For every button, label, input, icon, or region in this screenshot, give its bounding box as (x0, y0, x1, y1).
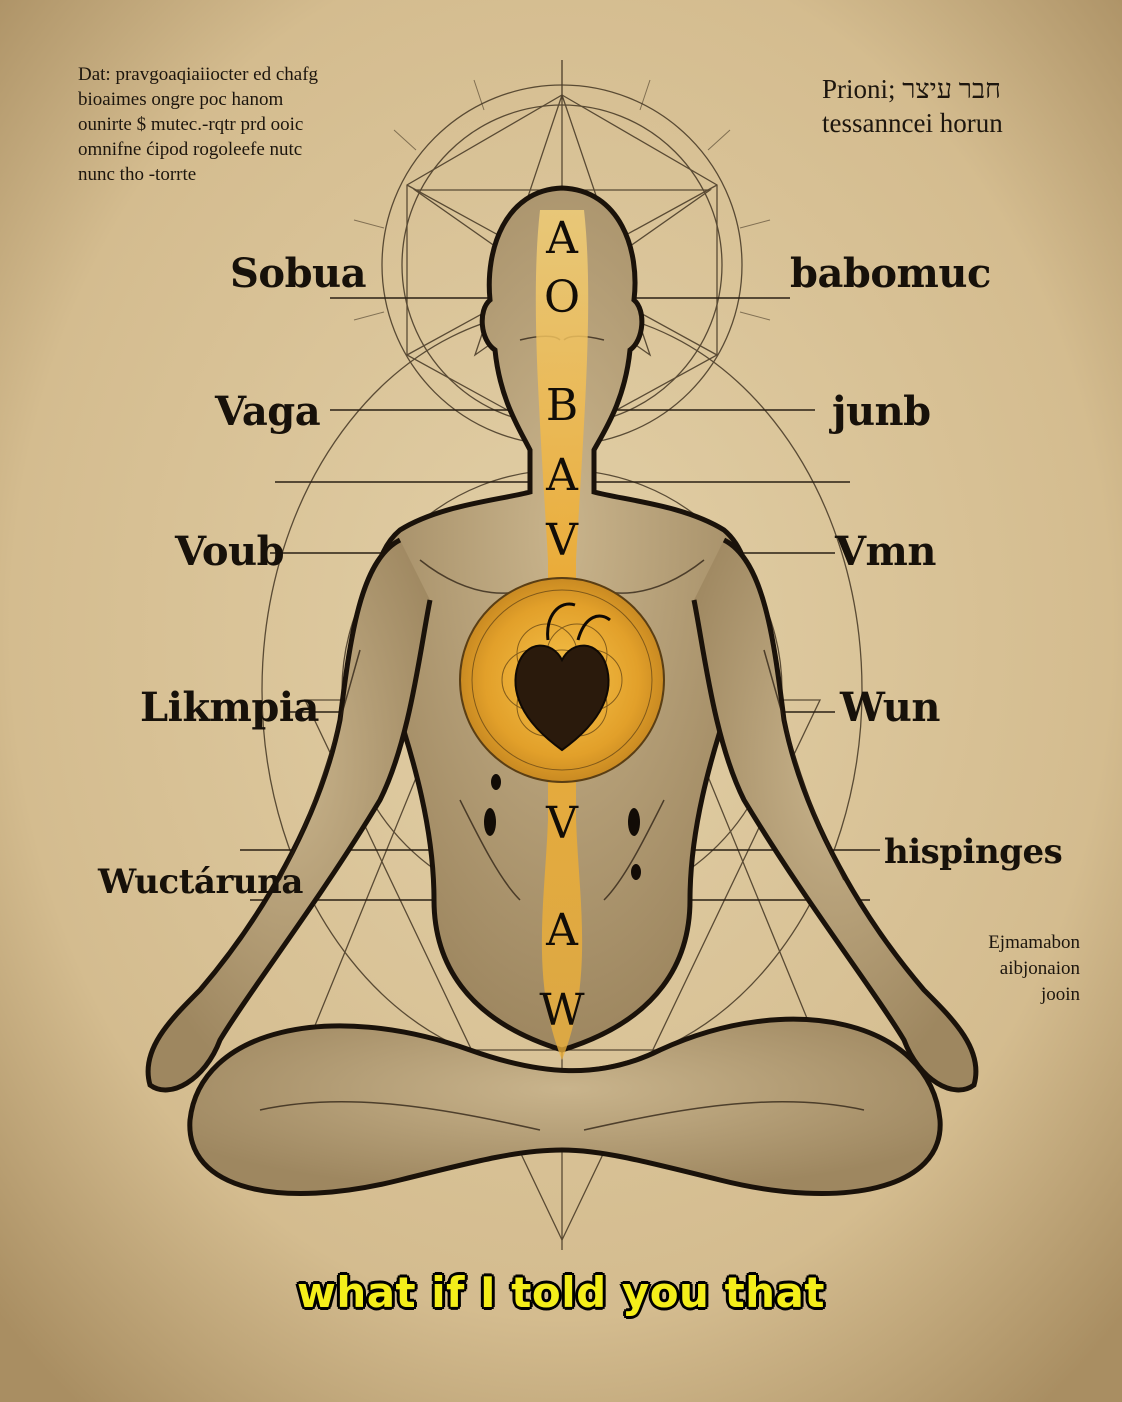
label-left-4: Likmpia (140, 684, 319, 731)
note-line: Ejmamabon (988, 932, 1080, 953)
chakra-letter: A (546, 450, 578, 501)
heart-icon (514, 644, 610, 752)
video-caption: what if I told you that (297, 1268, 825, 1317)
note-line: tessanncei horun (822, 108, 1003, 138)
label-left-1: Sobua (230, 250, 367, 297)
note-top-left: Dat: pravgoaqiaiiocter ed chafg bioaimes… (78, 62, 318, 187)
note-line: Prioni; חבר עיצר (822, 74, 1002, 104)
chakra-letter: V (546, 798, 578, 849)
note-top-right: Prioni; חבר עיצר tessanncei horun (822, 72, 1003, 140)
chakra-letter: A (546, 905, 578, 956)
note-line: nunc tho -torrte (78, 164, 197, 185)
label-left-3: Voub (175, 528, 285, 575)
chakra-letter: O (543, 272, 581, 323)
note-line: bioaimes ongre poc hanom (78, 89, 284, 110)
chakra-letter: B (545, 380, 579, 431)
note-line: ounirte $ mutec.-rqtr prd ooic (78, 114, 304, 135)
chakra-letter: V (546, 515, 578, 566)
note-bottom-right: Ejmamabon aibjonaion jooin (960, 930, 1080, 1008)
label-right-4: Wun (840, 684, 940, 731)
note-line: aibjonaion (999, 958, 1080, 979)
note-line: omnifne ćipod rogoleefe nutc (78, 139, 303, 160)
note-line: Dat: pravgoaqiaiiocter ed chafg (78, 64, 319, 85)
anatomy-lines (259, 335, 865, 1131)
label-right-1: babomuc (790, 250, 991, 297)
label-right-5: hispinges (884, 832, 1063, 872)
note-line: jooin (1040, 984, 1080, 1005)
heart-chakra (459, 577, 665, 783)
halo-rays (353, 60, 771, 321)
label-right-3: Vmn (835, 528, 936, 575)
chakra-letter: W (539, 985, 585, 1036)
label-left-2: Vaga (215, 388, 321, 435)
label-left-5: Wuctáruna (98, 862, 303, 902)
label-right-2: junb (832, 388, 931, 435)
torso-marks (484, 774, 641, 880)
chakra-letter: A (546, 213, 578, 264)
